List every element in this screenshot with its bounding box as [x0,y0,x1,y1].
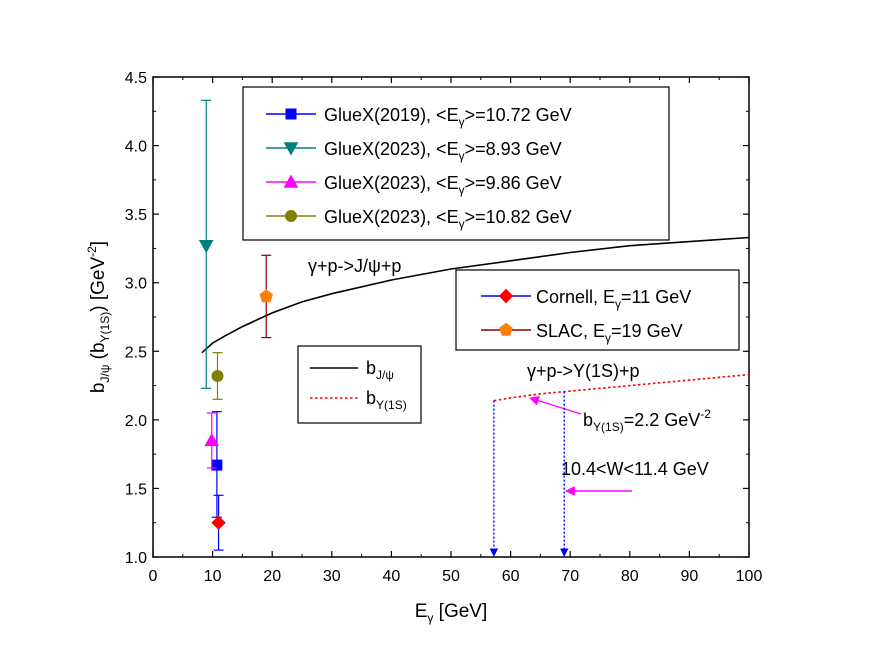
jpsi-process-label: γ+p->J/ψ+p [308,256,401,276]
legend-label: bY(1S) [366,388,407,412]
jpsi-curve [201,236,750,354]
x-tick-label: 90 [681,568,699,585]
data-point [259,289,273,303]
legend-label: SLAC, Eγ=19 GeV [536,321,683,345]
x-tick-label: 100 [736,568,763,585]
data-point [211,515,226,530]
x-tick-label: 20 [263,568,281,585]
y-axis: 1.0 1.5 2.0 2.5 3.0 3.5 4.0 4.5 [125,70,749,567]
legend-marker [285,108,297,120]
threshold-markers [489,391,569,557]
data-point [211,459,223,471]
data-points [198,99,273,551]
x-tick-label: 30 [323,568,341,585]
legend-label: GlueX(2023), <Eγ>=10.82 GeV [324,207,572,231]
legend-marker [498,288,514,304]
w-range-label: 10.4<W<11.4 GeV [561,459,709,479]
legend-label: GlueX(2023), <Eγ>=9.86 GeV [324,173,562,197]
legend-gluex: GlueX(2019), <Eγ>=10.72 GeV GlueX(2023), … [242,86,670,241]
legend-label: GlueX(2023), <Eγ>=8.93 GeV [324,139,562,163]
x-tick-label: 40 [383,568,401,585]
x-tick-label: 70 [561,568,579,585]
x-axis-label: Eγ [GeV] [415,601,488,625]
data-point [204,432,220,447]
legend-label: bJ/ψ [366,358,394,382]
legend-label: Cornell, Eγ=11 GeV [536,287,691,311]
x-axis: 0 10 20 30 40 50 60 70 80 90 100 [149,77,763,585]
data-point [198,239,214,254]
legend-cornell-slac: Cornell, Eγ=11 GeV SLAC, Eγ=19 GeV [455,269,740,351]
y-tick-label: 4.5 [125,70,147,87]
legend-label: GlueX(2019), <Eγ>=10.72 GeV [324,105,572,129]
y-tick-label: 4.0 [125,139,147,156]
y-tick-label: 2.0 [125,413,147,430]
b-upsilon-value-label: bY(1S)=2.2 GeV-2 [583,407,711,434]
legend-marker [283,142,299,156]
x-tick-label: 10 [204,568,222,585]
upsilon-process-label: γ+p->Y(1S)+p [527,361,640,381]
upsilon-curve [493,373,750,402]
x-tick-label: 50 [442,568,460,585]
x-tick-label: 0 [149,568,158,585]
y-tick-label: 2.5 [125,344,147,361]
y-tick-label: 3.0 [125,276,147,293]
y-tick-label: 3.5 [125,207,147,224]
legend-marker [283,174,299,188]
legend-marker [285,210,297,222]
x-tick-label: 80 [621,568,639,585]
legend-marker [499,322,513,336]
x-tick-label: 60 [502,568,520,585]
y-tick-label: 1.5 [125,481,147,498]
y-axis-label: bJ/ψ (bY(1S)) [GeV-2] [85,241,112,393]
legend-curves: bJ/ψ bY(1S) [297,345,422,424]
data-point [211,369,224,382]
y-tick-label: 1.0 [125,550,147,567]
model-curves [201,236,750,402]
b-value-arrow [529,395,582,415]
